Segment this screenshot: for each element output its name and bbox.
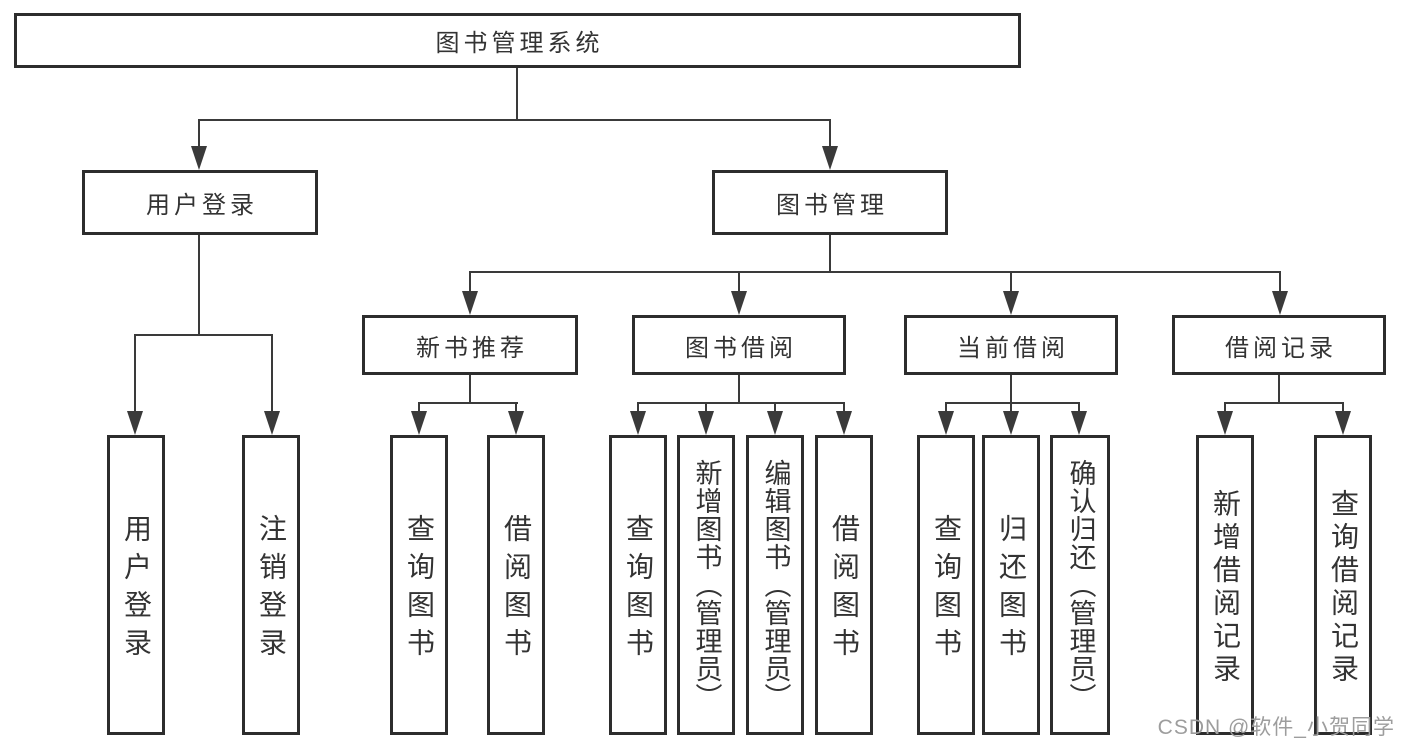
connector-line — [469, 375, 471, 403]
arrowhead-icon — [698, 411, 714, 435]
connector-line — [829, 235, 831, 273]
leaf-logout: 注销登录 — [242, 435, 300, 735]
connector-line — [1010, 375, 1012, 403]
connector-line — [637, 402, 639, 414]
node-borrow-records-label: 借阅记录 — [1225, 334, 1337, 362]
leaf-add-borrow-record: 新增借阅记录 — [1196, 435, 1254, 735]
arrowhead-icon — [191, 146, 207, 170]
connector-line — [1010, 402, 1012, 414]
node-current-borrow: 当前借阅 — [904, 315, 1118, 375]
leaf-query-borrow-record: 查询借阅记录 — [1314, 435, 1372, 735]
connector-line — [843, 402, 845, 414]
arrowhead-icon — [767, 411, 783, 435]
connector-line — [1224, 402, 1226, 414]
connector-line — [1278, 375, 1280, 403]
leaf-query-books-current: 查询图书 — [917, 435, 975, 735]
connector-line — [198, 119, 200, 149]
node-book-borrow-label: 图书借阅 — [685, 334, 797, 362]
arrowhead-icon — [731, 291, 747, 315]
connector-line — [198, 119, 831, 121]
node-book-management: 图书管理 — [712, 170, 948, 235]
arrowhead-icon — [1003, 411, 1019, 435]
connector-line — [418, 402, 518, 404]
arrowhead-icon — [1335, 411, 1351, 435]
connector-line — [516, 68, 518, 120]
leaf-borrow-books-recommend: 借阅图书 — [487, 435, 545, 735]
arrowhead-icon — [508, 411, 524, 435]
arrowhead-icon — [1217, 411, 1233, 435]
node-root: 图书管理系统 — [14, 13, 1021, 68]
connector-line — [1342, 402, 1344, 414]
arrowhead-icon — [1003, 291, 1019, 315]
connector-line — [1279, 271, 1281, 295]
leaf-return-book: 归还图书 — [982, 435, 1040, 735]
arrowhead-icon — [1071, 411, 1087, 435]
arrowhead-icon — [822, 146, 838, 170]
watermark: CSDN @软件_小贺同学 — [1157, 716, 1395, 739]
arrowhead-icon — [462, 291, 478, 315]
connector-line — [469, 271, 471, 295]
arrowhead-icon — [264, 411, 280, 435]
node-root-label: 图书管理系统 — [435, 30, 604, 57]
leaf-borrow-books: 借阅图书 — [815, 435, 873, 735]
connector-line — [469, 271, 1281, 273]
connector-line — [515, 402, 517, 414]
leaf-add-book-admin: 新增图书（管理员） — [677, 435, 735, 735]
connector-line — [418, 402, 420, 414]
arrowhead-icon — [127, 411, 143, 435]
leaf-query-books-recommend: 查询图书 — [390, 435, 448, 735]
node-book-management-label: 图书管理 — [776, 192, 888, 219]
connector-line — [1224, 402, 1344, 404]
connector-line — [1010, 271, 1012, 295]
arrowhead-icon — [1272, 291, 1288, 315]
arrowhead-icon — [938, 411, 954, 435]
connector-line — [705, 402, 707, 414]
connector-line — [134, 334, 273, 336]
connector-line — [945, 402, 1080, 404]
connector-line — [945, 402, 947, 414]
arrowhead-icon — [836, 411, 852, 435]
connector-line — [774, 402, 776, 414]
node-user-login: 用户登录 — [82, 170, 318, 235]
connector-line — [1078, 402, 1080, 414]
connector-line — [198, 235, 200, 335]
node-current-borrow-label: 当前借阅 — [957, 334, 1069, 362]
connector-line — [637, 402, 845, 404]
leaf-query-books-borrow: 查询图书 — [609, 435, 667, 735]
arrowhead-icon — [411, 411, 427, 435]
node-user-login-label: 用户登录 — [146, 192, 258, 219]
node-borrow-records: 借阅记录 — [1172, 315, 1386, 375]
connector-line — [738, 375, 740, 403]
connector-line — [738, 271, 740, 295]
leaf-user-login: 用户登录 — [107, 435, 165, 735]
node-book-borrow: 图书借阅 — [632, 315, 846, 375]
connector-line — [829, 119, 831, 149]
arrowhead-icon — [630, 411, 646, 435]
leaf-confirm-return-admin: 确认归还（管理员） — [1050, 435, 1110, 735]
node-new-book-recommend-label: 新书推荐 — [416, 334, 528, 362]
connector-line — [271, 334, 273, 414]
leaf-edit-book-admin: 编辑图书（管理员） — [746, 435, 804, 735]
node-new-book-recommend: 新书推荐 — [362, 315, 578, 375]
connector-line — [134, 334, 136, 414]
